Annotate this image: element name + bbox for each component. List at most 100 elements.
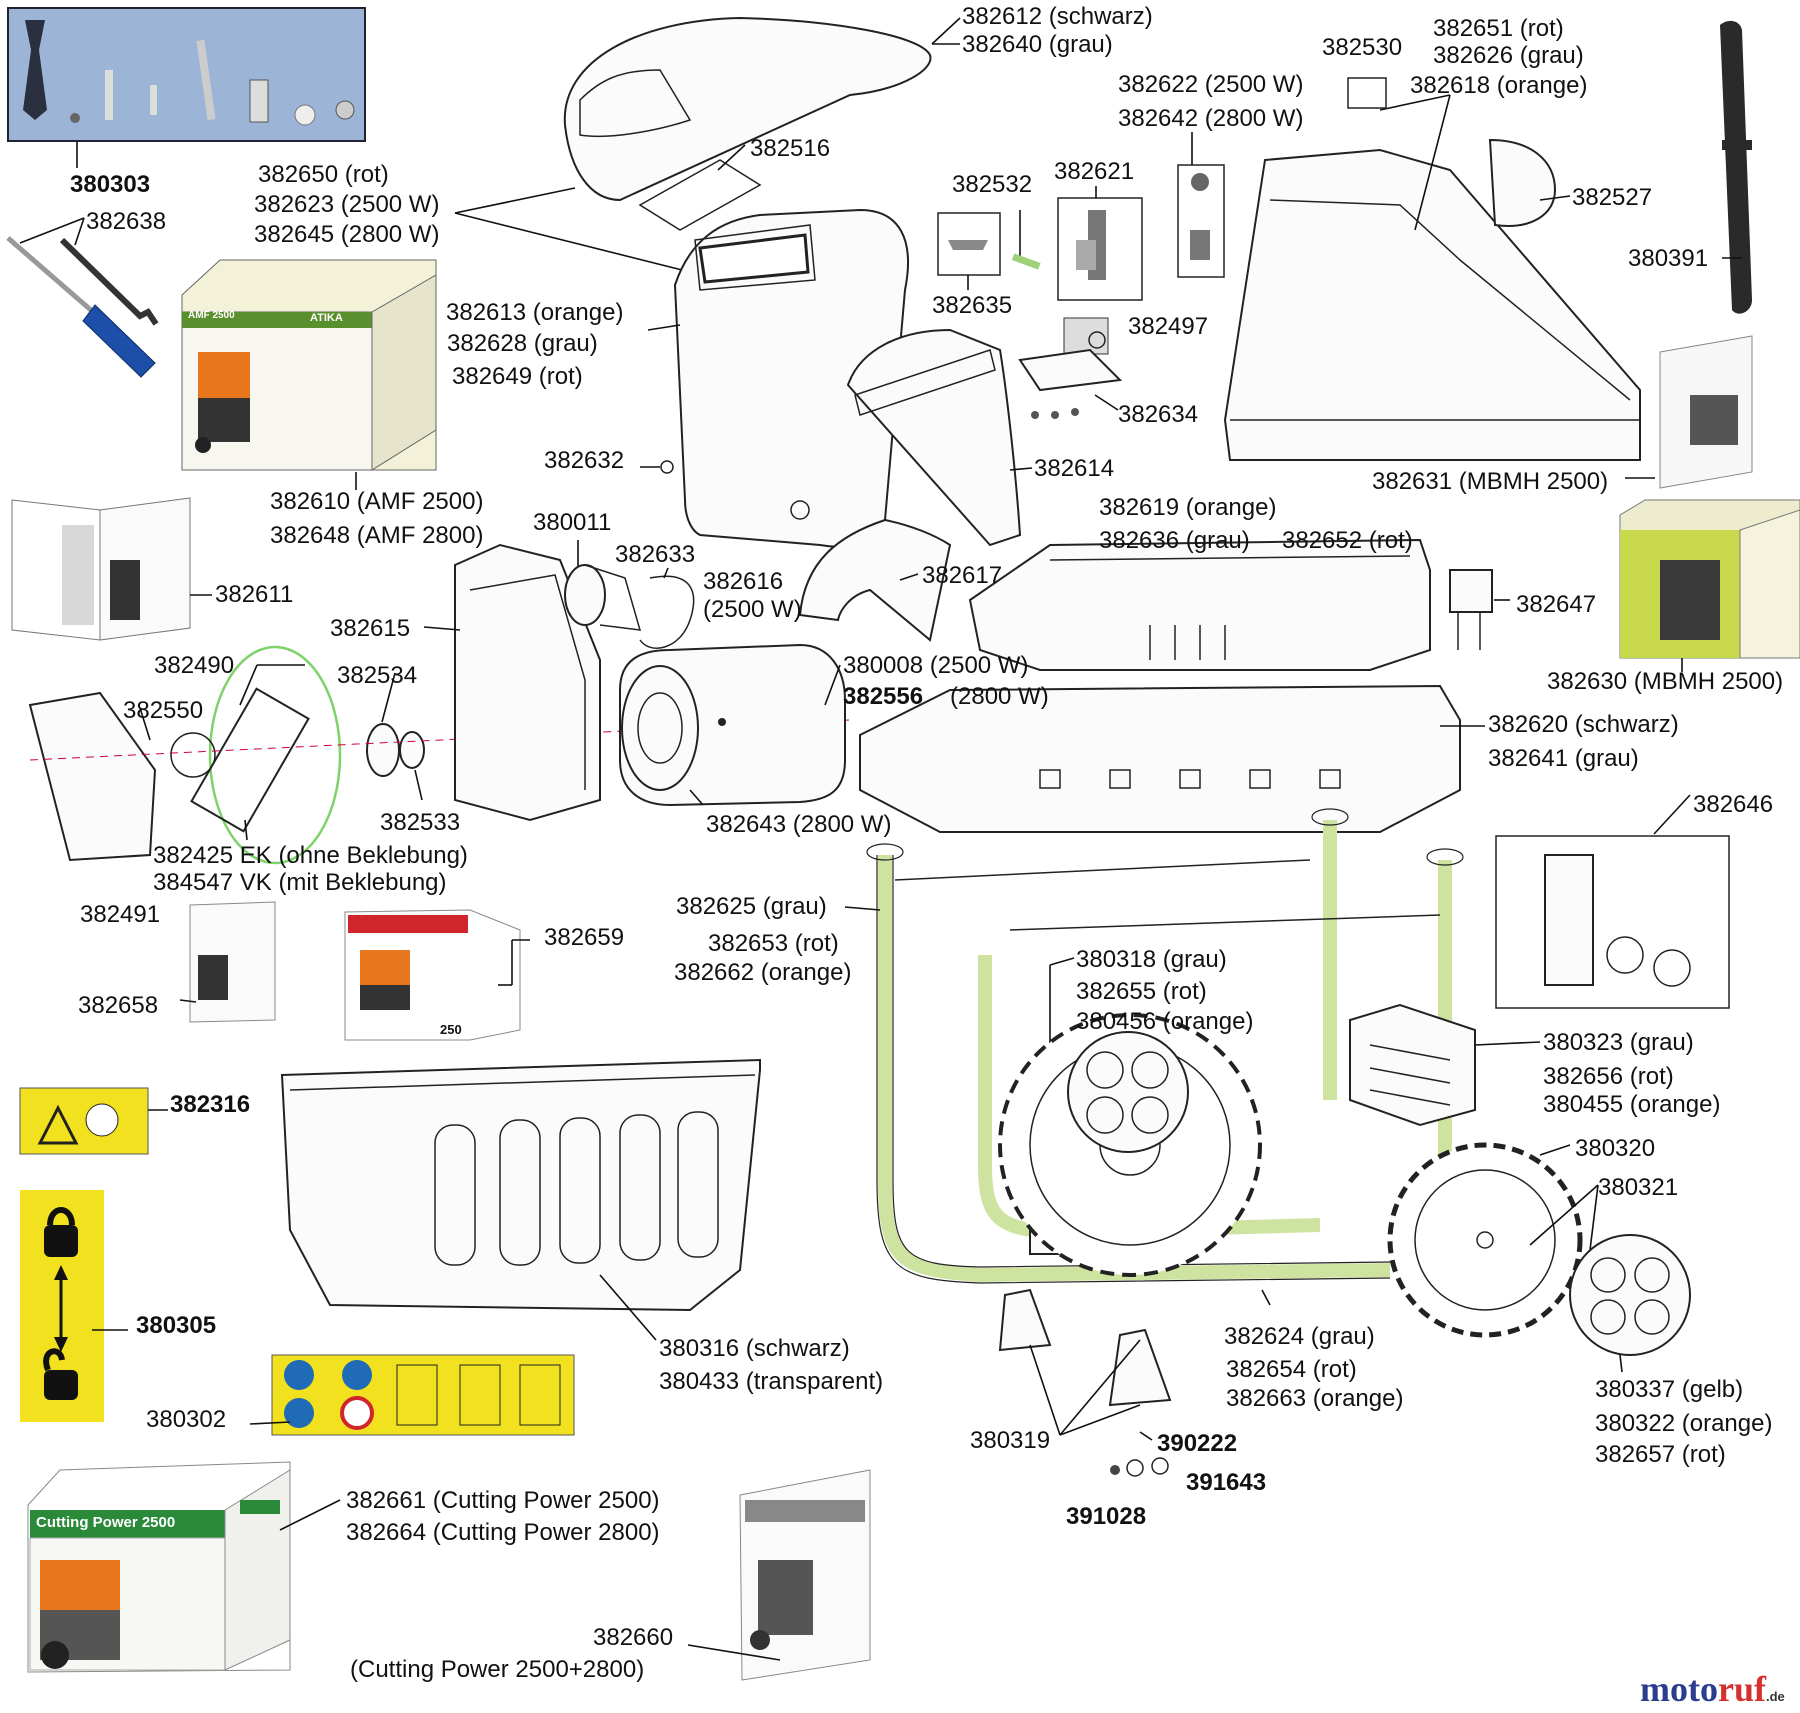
part-label-382633: 382633 bbox=[615, 541, 696, 568]
box-382659-value: 250 bbox=[440, 1022, 462, 1037]
part-label-382550: 382550 bbox=[123, 697, 204, 724]
part-label-382532: 382532 bbox=[952, 171, 1033, 198]
part-label-382615: 382615 bbox=[330, 615, 411, 642]
axle-bracket bbox=[1349, 1003, 1541, 1127]
part-label-380391: 380391 bbox=[1628, 245, 1709, 272]
small-bracket-382647 bbox=[1449, 569, 1510, 650]
detail-box-382646 bbox=[1495, 794, 1730, 1009]
part-label-382425: 382425 EK (ohne Beklebung) bbox=[153, 842, 468, 869]
part-label-382636: 382636 (grau) bbox=[1099, 527, 1250, 554]
screwdriver-and-hex-key bbox=[6, 217, 159, 378]
part-label-382614: 382614 bbox=[1034, 455, 1115, 482]
part-label-382316: 382316 bbox=[170, 1091, 251, 1118]
part-label-380321: 380321 bbox=[1598, 1174, 1679, 1201]
wheel-right bbox=[1387, 1142, 1599, 1338]
part-label-382497: 382497 bbox=[1128, 313, 1209, 340]
part-label-382656: 382656 (rot) bbox=[1543, 1063, 1674, 1090]
part-label-380316: 380316 (schwarz) bbox=[659, 1335, 850, 1362]
part-label-380305: 380305 bbox=[136, 1312, 217, 1339]
part-label-382646: 382646 bbox=[1693, 791, 1774, 818]
part-label-382660: 382660 bbox=[593, 1624, 674, 1651]
part-label-382611: 382611 bbox=[215, 581, 294, 608]
collection-bin bbox=[280, 1058, 761, 1341]
part-label-382621: 382621 bbox=[1054, 158, 1135, 185]
funnel-housing bbox=[640, 144, 909, 548]
part-label-382491: 382491 bbox=[80, 901, 161, 928]
part-label-382634: 382634 bbox=[1118, 401, 1199, 428]
part-label-382620: 382620 (schwarz) bbox=[1488, 711, 1679, 738]
cutting-power-box-title: Cutting Power 2500 bbox=[36, 1514, 176, 1531]
part-label-382631: 382631 (MBMH 2500) bbox=[1372, 468, 1609, 495]
part-label-382625: 382625 (grau) bbox=[676, 893, 827, 920]
part-label-382653: 382653 (rot) bbox=[708, 930, 839, 957]
part-label-382658: 382658 bbox=[78, 992, 159, 1019]
part-label-382622: 382622 (2500 W) bbox=[1118, 71, 1304, 98]
part-label-382527: 382527 bbox=[1572, 184, 1653, 211]
hopper-lid bbox=[563, 16, 961, 231]
part-label-382647: 382647 bbox=[1516, 591, 1597, 618]
upper-tray bbox=[968, 538, 1431, 671]
part-label-382660w: (Cutting Power 2500+2800) bbox=[350, 1656, 645, 1683]
rear-housing bbox=[1223, 77, 1655, 479]
part-label-382623: 382623 (2500 W) bbox=[254, 191, 440, 218]
part-label-382654: 382654 (rot) bbox=[1226, 1356, 1357, 1383]
part-label-380322: 380322 (orange) bbox=[1595, 1410, 1773, 1437]
part-label-391643: 391643 bbox=[1186, 1469, 1267, 1496]
part-label-382624: 382624 (grau) bbox=[1224, 1323, 1375, 1350]
feet bbox=[998, 1288, 1172, 1477]
part-label-382635: 382635 bbox=[932, 292, 1013, 319]
part-label-382632: 382632 bbox=[544, 447, 625, 474]
hubcap-right bbox=[1569, 1234, 1691, 1373]
part-label-382490: 382490 bbox=[154, 652, 235, 679]
chute bbox=[846, 328, 1033, 547]
cutting-power-box bbox=[27, 1461, 341, 1673]
atika-box-brand: ATIKA bbox=[310, 312, 343, 324]
part-label-382626: 382626 (grau) bbox=[1433, 42, 1584, 69]
manual-382658 bbox=[179, 901, 276, 1023]
sticker-382316 bbox=[19, 1087, 168, 1155]
clamp bbox=[639, 567, 695, 649]
part-label-382556: 382556 bbox=[843, 683, 924, 710]
part-label-382612: 382612 (schwarz) bbox=[962, 3, 1153, 30]
part-label-382648: 382648 (AMF 2800) bbox=[270, 522, 484, 549]
part-label-382664: 382664 (Cutting Power 2800) bbox=[346, 1519, 660, 1546]
part-label-382618: 382618 (orange) bbox=[1410, 72, 1588, 99]
manual-382660 bbox=[687, 1469, 871, 1681]
part-label-382641: 382641 (grau) bbox=[1488, 745, 1639, 772]
part-label-380455: 380455 (orange) bbox=[1543, 1091, 1721, 1118]
part-label-382661: 382661 (Cutting Power 2500) bbox=[346, 1487, 660, 1514]
handle bbox=[1720, 20, 1752, 314]
tool-kit-photo bbox=[7, 7, 366, 168]
blade-assembly bbox=[28, 645, 851, 865]
part-label-382533: 382533 bbox=[380, 809, 461, 836]
part-label-382662: 382662 (orange) bbox=[674, 959, 852, 986]
part-label-390222: 390222 bbox=[1157, 1430, 1238, 1457]
part-label-382619: 382619 (orange) bbox=[1099, 494, 1277, 521]
part-label-380433: 380433 (transparent) bbox=[659, 1368, 884, 1395]
part-label-380456: 380456 (orange) bbox=[1076, 1008, 1254, 1035]
base-plate bbox=[859, 684, 1485, 833]
manual-382611 bbox=[11, 497, 212, 641]
part-label-382642: 382642 (2800 W) bbox=[1118, 105, 1304, 132]
part-label-382640: 382640 (grau) bbox=[962, 31, 1113, 58]
mbmh-manual bbox=[1659, 335, 1753, 489]
part-label-382613: 382613 (orange) bbox=[446, 299, 624, 326]
part-label-380008: 380008 (2500 W) bbox=[843, 652, 1029, 679]
part-label-382638: 382638 bbox=[86, 208, 167, 235]
part-label-382649: 382649 (rot) bbox=[452, 363, 583, 390]
part-kits bbox=[937, 132, 1225, 419]
part-label-382655: 382655 (rot) bbox=[1076, 978, 1207, 1005]
part-label-382652: 382652 (rot) bbox=[1282, 527, 1413, 554]
part-label-382616: 382616 bbox=[703, 568, 784, 595]
part-label-382630: 382630 (MBMH 2500) bbox=[1547, 668, 1784, 695]
part-label-380302: 380302 bbox=[146, 1406, 227, 1433]
atika-box-model: AMF 2500 bbox=[188, 310, 235, 321]
part-label-382628: 382628 (grau) bbox=[447, 330, 598, 357]
part-label-382610: 382610 (AMF 2500) bbox=[270, 488, 484, 515]
part-label-380303: 380303 bbox=[70, 171, 151, 198]
part-label-380320: 380320 bbox=[1575, 1135, 1656, 1162]
motor bbox=[619, 643, 846, 807]
sticker-380305 bbox=[20, 1190, 128, 1422]
